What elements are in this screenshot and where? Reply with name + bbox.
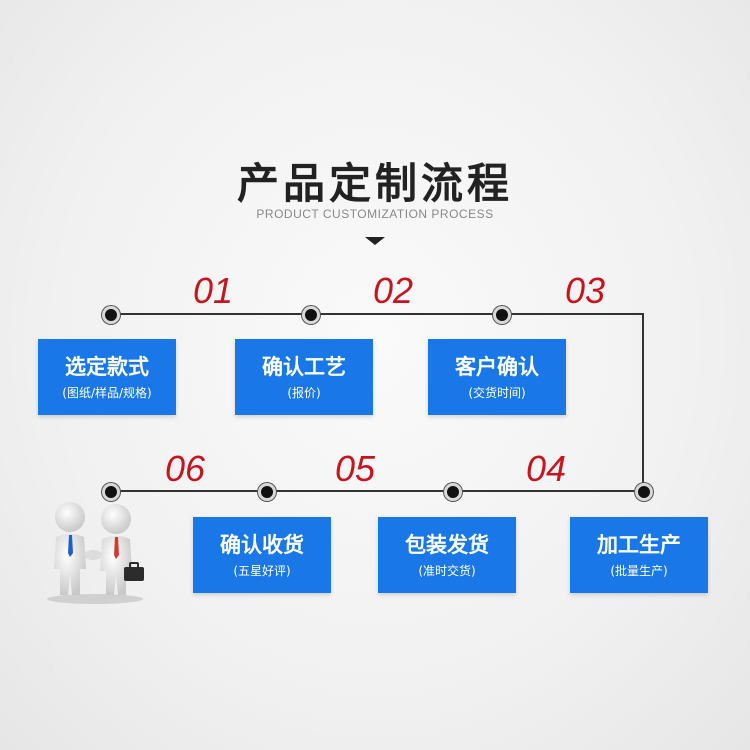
flow-node-dot (102, 306, 120, 324)
step-box-confirm-process: 确认工艺 (报价) (235, 339, 373, 415)
flow-node-dot (302, 306, 320, 324)
down-arrow-icon (365, 237, 385, 245)
step-title: 加工生产 (597, 533, 681, 557)
step-number-03: 03 (565, 270, 606, 311)
page-title: 产品定制流程 (236, 159, 513, 208)
flow-node-dot (102, 483, 120, 501)
step-title: 确认工艺 (262, 355, 346, 379)
step-number-01: 01 (193, 270, 234, 311)
step-number-02: 02 (373, 270, 414, 311)
step-box-production: 加工生产 (批量生产) (570, 517, 708, 593)
step-number-04: 04 (526, 448, 567, 489)
flow-node-dot (258, 483, 276, 501)
step-subtitle: (准时交货) (418, 564, 476, 578)
flow-line-right (642, 313, 644, 491)
step-box-packaging-shipping: 包装发货 (准时交货) (378, 517, 516, 593)
step-title: 选定款式 (65, 355, 149, 379)
flow-node-dot (444, 483, 462, 501)
step-subtitle: (图纸/样品/规格) (62, 386, 152, 400)
flow-line-top (110, 313, 643, 315)
page-subtitle: PRODUCT CUSTOMIZATION PROCESS (256, 207, 494, 221)
step-number-05: 05 (335, 448, 376, 489)
step-number-06: 06 (165, 448, 206, 489)
flow-node-dot (635, 483, 653, 501)
step-title: 包装发货 (405, 533, 489, 557)
step-subtitle: (报价) (287, 386, 321, 400)
step-box-confirm-receipt: 确认收货 (五星好评) (193, 517, 331, 593)
flow-line-bottom (110, 490, 643, 492)
step-title: 客户确认 (455, 355, 539, 379)
step-box-select-style: 选定款式 (图纸/样品/规格) (38, 339, 176, 415)
step-subtitle: (批量生产) (610, 564, 668, 578)
step-title: 确认收货 (220, 533, 304, 557)
two-figures-handshake-icon (47, 502, 144, 604)
flow-node-dot (493, 306, 511, 324)
step-subtitle: (交货时间) (468, 386, 526, 400)
step-box-client-confirm: 客户确认 (交货时间) (428, 339, 566, 415)
step-subtitle: (五星好评) (233, 564, 291, 578)
